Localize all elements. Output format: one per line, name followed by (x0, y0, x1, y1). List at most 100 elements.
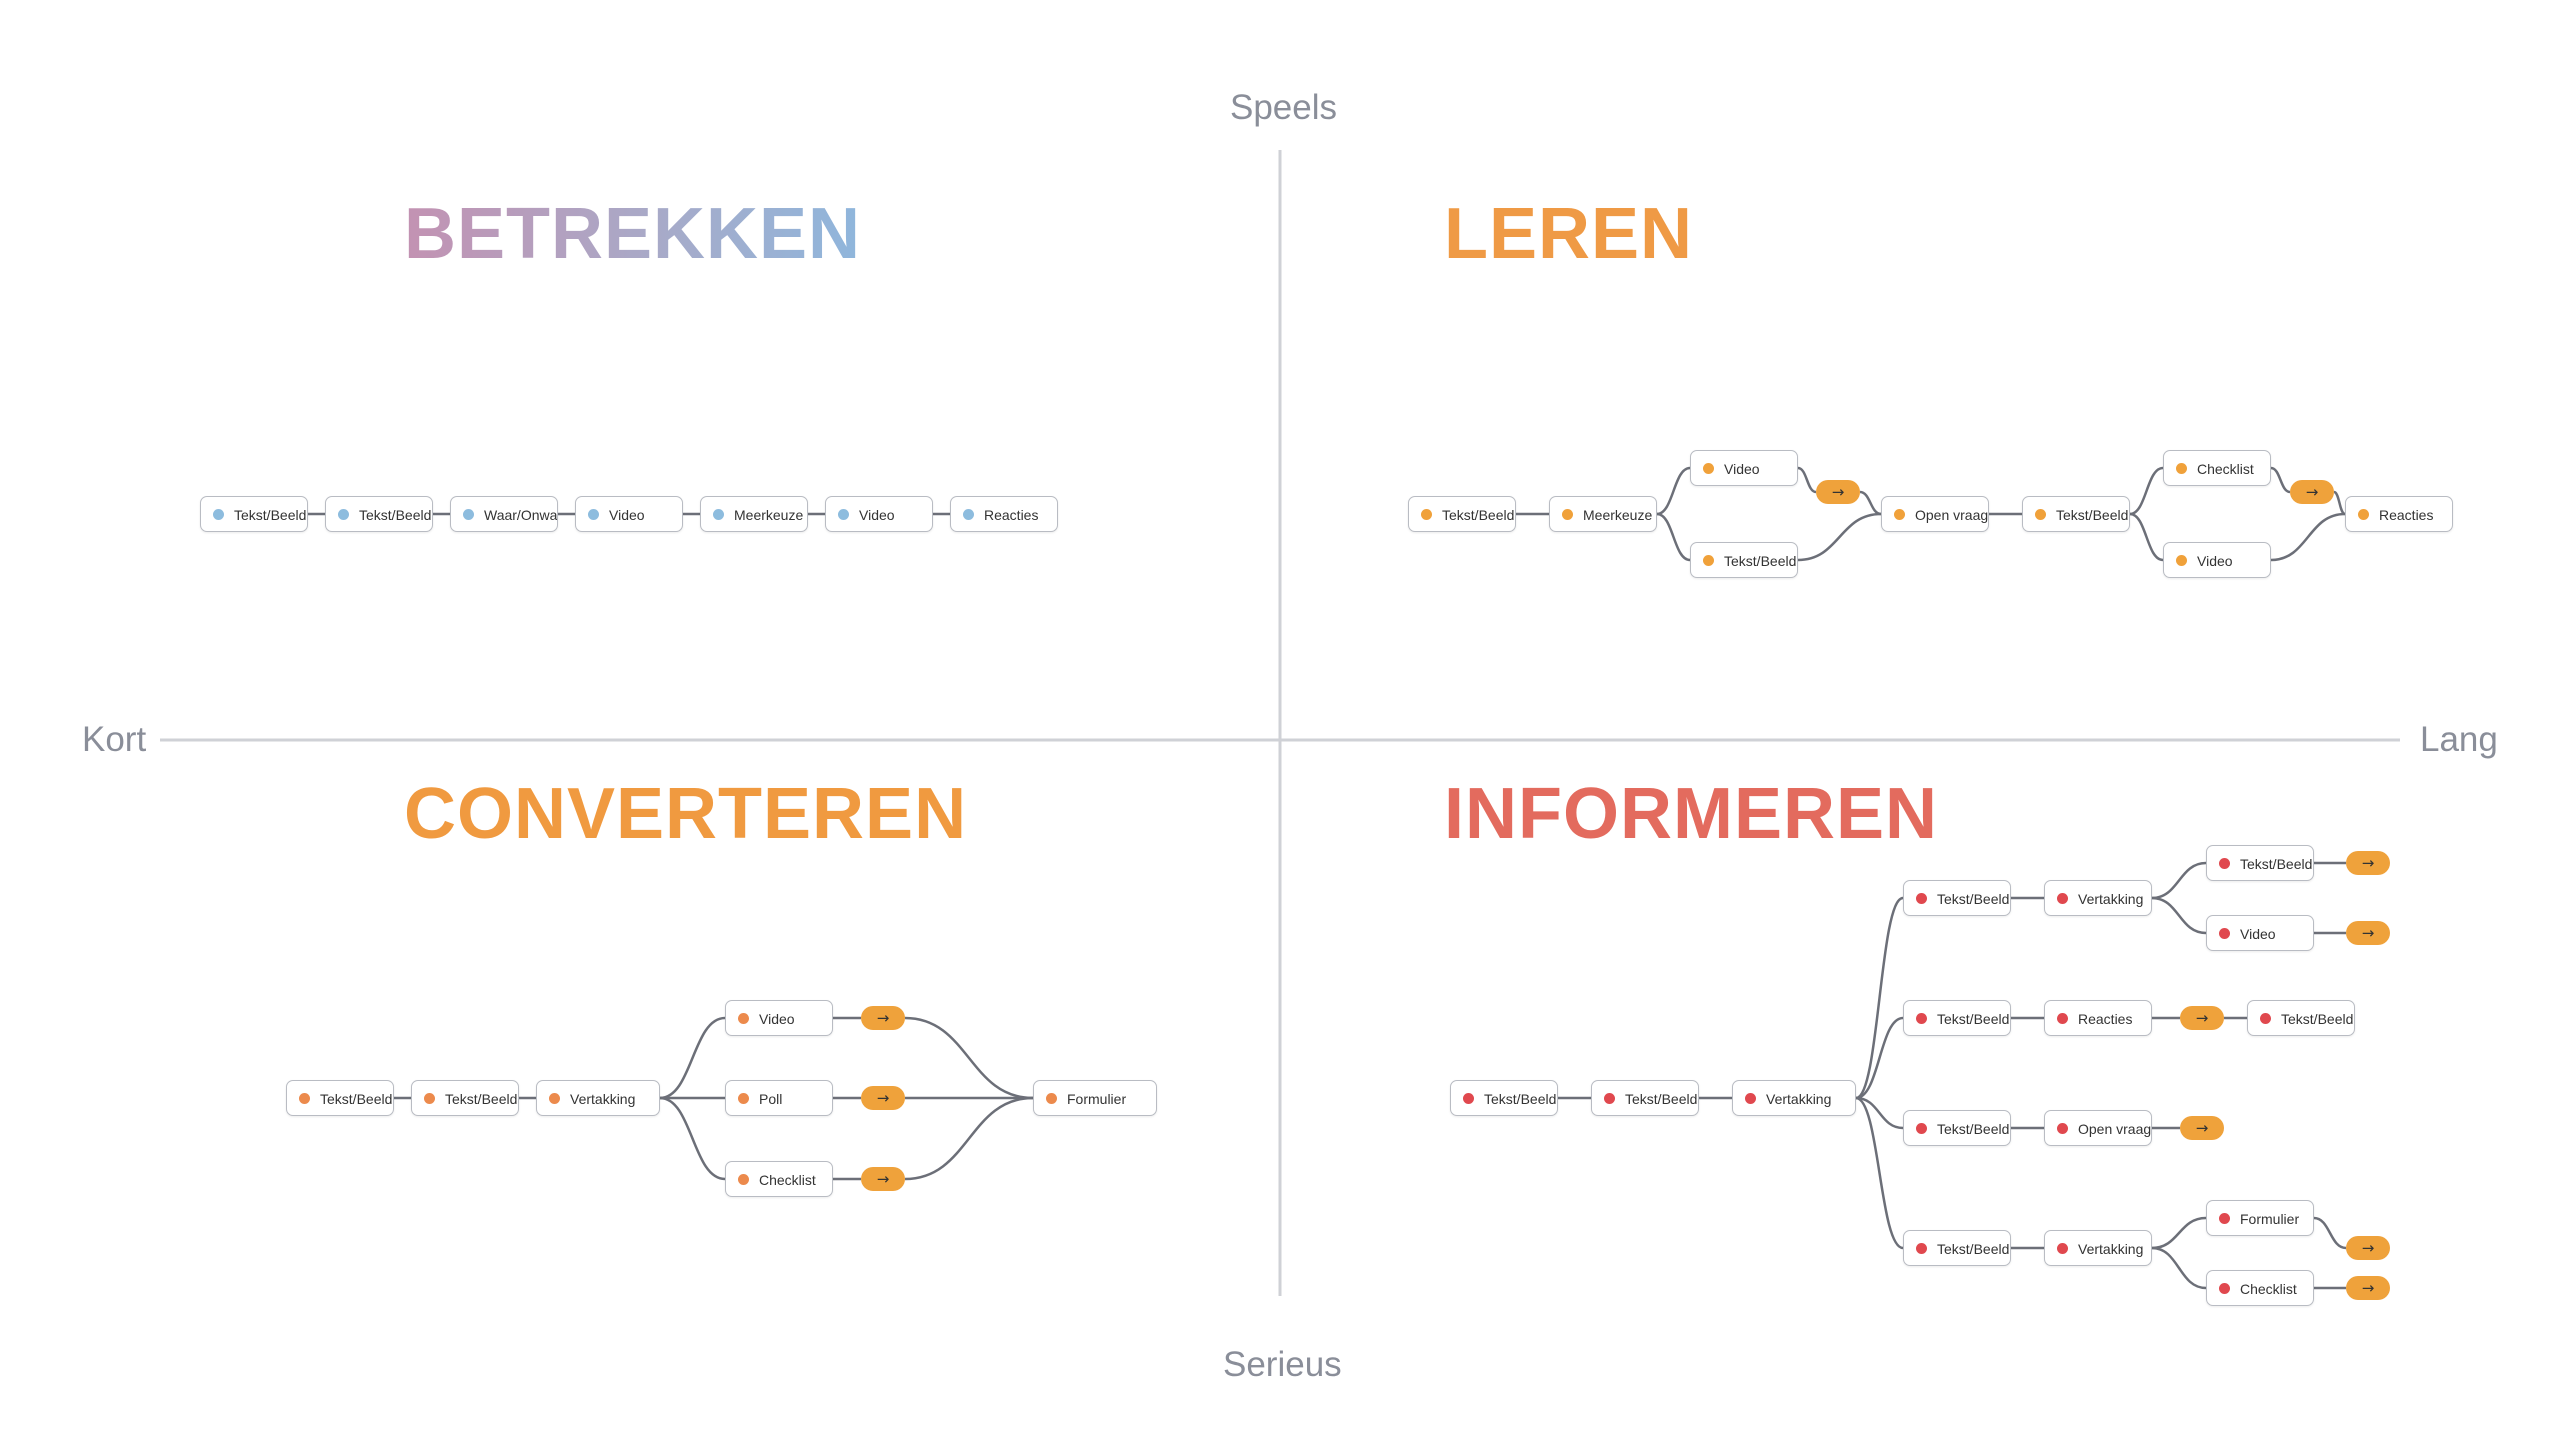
flow-node-leren[interactable]: Tekst/Beeld (1690, 542, 1798, 578)
node-label: Formulier (2240, 1211, 2300, 1227)
node-label: Formulier (1067, 1091, 1127, 1107)
flow-node-converteren[interactable]: Poll (725, 1080, 833, 1116)
next-arrow-button[interactable]: → (2346, 1276, 2390, 1300)
next-arrow-button[interactable]: → (1816, 480, 1860, 504)
flow-node-leren[interactable]: Video (1690, 450, 1798, 486)
node-label: Checklist (2240, 1281, 2297, 1297)
node-status-dot (424, 1093, 435, 1104)
connector-line (2151, 1216, 2207, 1250)
flow-node-leren[interactable]: Checklist (2163, 450, 2271, 486)
node-label: Vertakking (2078, 891, 2144, 907)
flow-node-converteren[interactable]: Video (725, 1000, 833, 1036)
quadrant-title-betrekken: BETREKKEN (404, 194, 862, 274)
node-status-dot (2035, 509, 2046, 520)
connector-line (2151, 896, 2207, 935)
node-label: Tekst/Beeld (359, 507, 432, 523)
node-status-dot (738, 1174, 749, 1185)
flow-node-betrekken[interactable]: Reacties (950, 496, 1058, 532)
node-status-dot (2219, 858, 2230, 869)
flow-node-informeren[interactable]: Vertakking (1732, 1080, 1856, 1116)
connector-line (2270, 466, 2291, 494)
flow-node-informeren[interactable]: Tekst/Beeld (2247, 1000, 2355, 1036)
node-label: Video (1724, 461, 1760, 477)
next-arrow-button[interactable]: → (861, 1167, 905, 1191)
connector-line (659, 1016, 726, 1100)
flow-node-converteren[interactable]: Checklist (725, 1161, 833, 1197)
node-label: Meerkeuze (734, 507, 804, 523)
node-label: Tekst/Beeld (1937, 1241, 2010, 1257)
connector-line (904, 1096, 1034, 1181)
node-label: Tekst/Beeld (320, 1091, 393, 1107)
node-label: Video (2197, 553, 2233, 569)
node-status-dot (2057, 1123, 2068, 1134)
flow-node-informeren[interactable]: Tekst/Beeld (1903, 1230, 2011, 1266)
next-arrow-button[interactable]: → (2290, 480, 2334, 504)
flow-node-betrekken[interactable]: Meerkeuze (700, 496, 808, 532)
flow-node-informeren[interactable]: Tekst/Beeld (1450, 1080, 1558, 1116)
flow-node-informeren[interactable]: Tekst/Beeld (1591, 1080, 1699, 1116)
flow-node-converteren[interactable]: Tekst/Beeld (286, 1080, 394, 1116)
node-label: Waar/Onwaar (484, 507, 558, 523)
connector-line (1855, 1016, 1904, 1100)
flow-node-informeren[interactable]: Tekst/Beeld (1903, 1000, 2011, 1036)
flow-node-informeren[interactable]: Video (2206, 915, 2314, 951)
quadrant-title-converteren: CONVERTEREN (404, 774, 968, 854)
next-arrow-button[interactable]: → (2346, 1236, 2390, 1260)
node-label: Tekst/Beeld (1937, 1011, 2010, 1027)
flow-node-betrekken[interactable]: Video (575, 496, 683, 532)
flow-node-informeren[interactable]: Tekst/Beeld (1903, 1110, 2011, 1146)
next-arrow-button[interactable]: → (2346, 921, 2390, 945)
flow-node-informeren[interactable]: Reacties (2044, 1000, 2152, 1036)
flow-node-leren[interactable]: Open vraag (1881, 496, 1989, 532)
node-status-dot (1703, 463, 1714, 474)
next-arrow-button[interactable]: → (2346, 851, 2390, 875)
node-status-dot (2176, 555, 2187, 566)
node-status-dot (2260, 1013, 2271, 1024)
connector-line (2333, 490, 2346, 516)
flow-node-informeren[interactable]: Vertakking (2044, 880, 2152, 916)
node-status-dot (1916, 893, 1927, 904)
node-label: Reacties (2379, 507, 2434, 523)
flow-node-leren[interactable]: Reacties (2345, 496, 2453, 532)
connector-line (659, 1096, 726, 1181)
node-status-dot (1046, 1093, 1057, 1104)
flow-node-informeren[interactable]: Formulier (2206, 1200, 2314, 1236)
connector-line (2129, 466, 2164, 516)
flow-node-converteren[interactable]: Tekst/Beeld (411, 1080, 519, 1116)
next-arrow-button[interactable]: → (861, 1006, 905, 1030)
flow-node-informeren[interactable]: Tekst/Beeld (1903, 880, 2011, 916)
node-label: Video (2240, 926, 2276, 942)
node-label: Checklist (2197, 461, 2254, 477)
next-arrow-button[interactable]: → (2180, 1116, 2224, 1140)
connector-line (1797, 466, 1817, 494)
flow-node-leren[interactable]: Tekst/Beeld (2022, 496, 2130, 532)
quadrant-title-leren: LEREN (1444, 194, 1694, 274)
node-label: Video (609, 507, 645, 523)
flow-node-leren[interactable]: Meerkeuze (1549, 496, 1657, 532)
flow-node-leren[interactable]: Video (2163, 542, 2271, 578)
node-label: Reacties (984, 507, 1039, 523)
flow-node-betrekken[interactable]: Waar/Onwaar (450, 496, 558, 532)
node-status-dot (1916, 1243, 1927, 1254)
connector-line (1855, 1096, 1904, 1250)
flow-node-informeren[interactable]: Tekst/Beeld (2206, 845, 2314, 881)
flow-node-leren[interactable]: Tekst/Beeld (1408, 496, 1516, 532)
flow-node-converteren[interactable]: Vertakking (536, 1080, 660, 1116)
node-status-dot (1604, 1093, 1615, 1104)
flow-node-betrekken[interactable]: Tekst/Beeld (200, 496, 308, 532)
flow-node-informeren[interactable]: Vertakking (2044, 1230, 2152, 1266)
flow-node-informeren[interactable]: Open vraag (2044, 1110, 2152, 1146)
flow-node-betrekken[interactable]: Video (825, 496, 933, 532)
next-arrow-button[interactable]: → (861, 1086, 905, 1110)
connector-line (1855, 1096, 1904, 1130)
node-label: Open vraag (2078, 1121, 2152, 1137)
next-arrow-button[interactable]: → (2180, 1006, 2224, 1030)
connector-line (2270, 512, 2346, 562)
flow-node-informeren[interactable]: Checklist (2206, 1270, 2314, 1306)
flow-node-betrekken[interactable]: Tekst/Beeld (325, 496, 433, 532)
node-label: Vertakking (1766, 1091, 1832, 1107)
node-status-dot (588, 509, 599, 520)
node-label: Tekst/Beeld (1442, 507, 1515, 523)
flow-node-converteren[interactable]: Formulier (1033, 1080, 1157, 1116)
